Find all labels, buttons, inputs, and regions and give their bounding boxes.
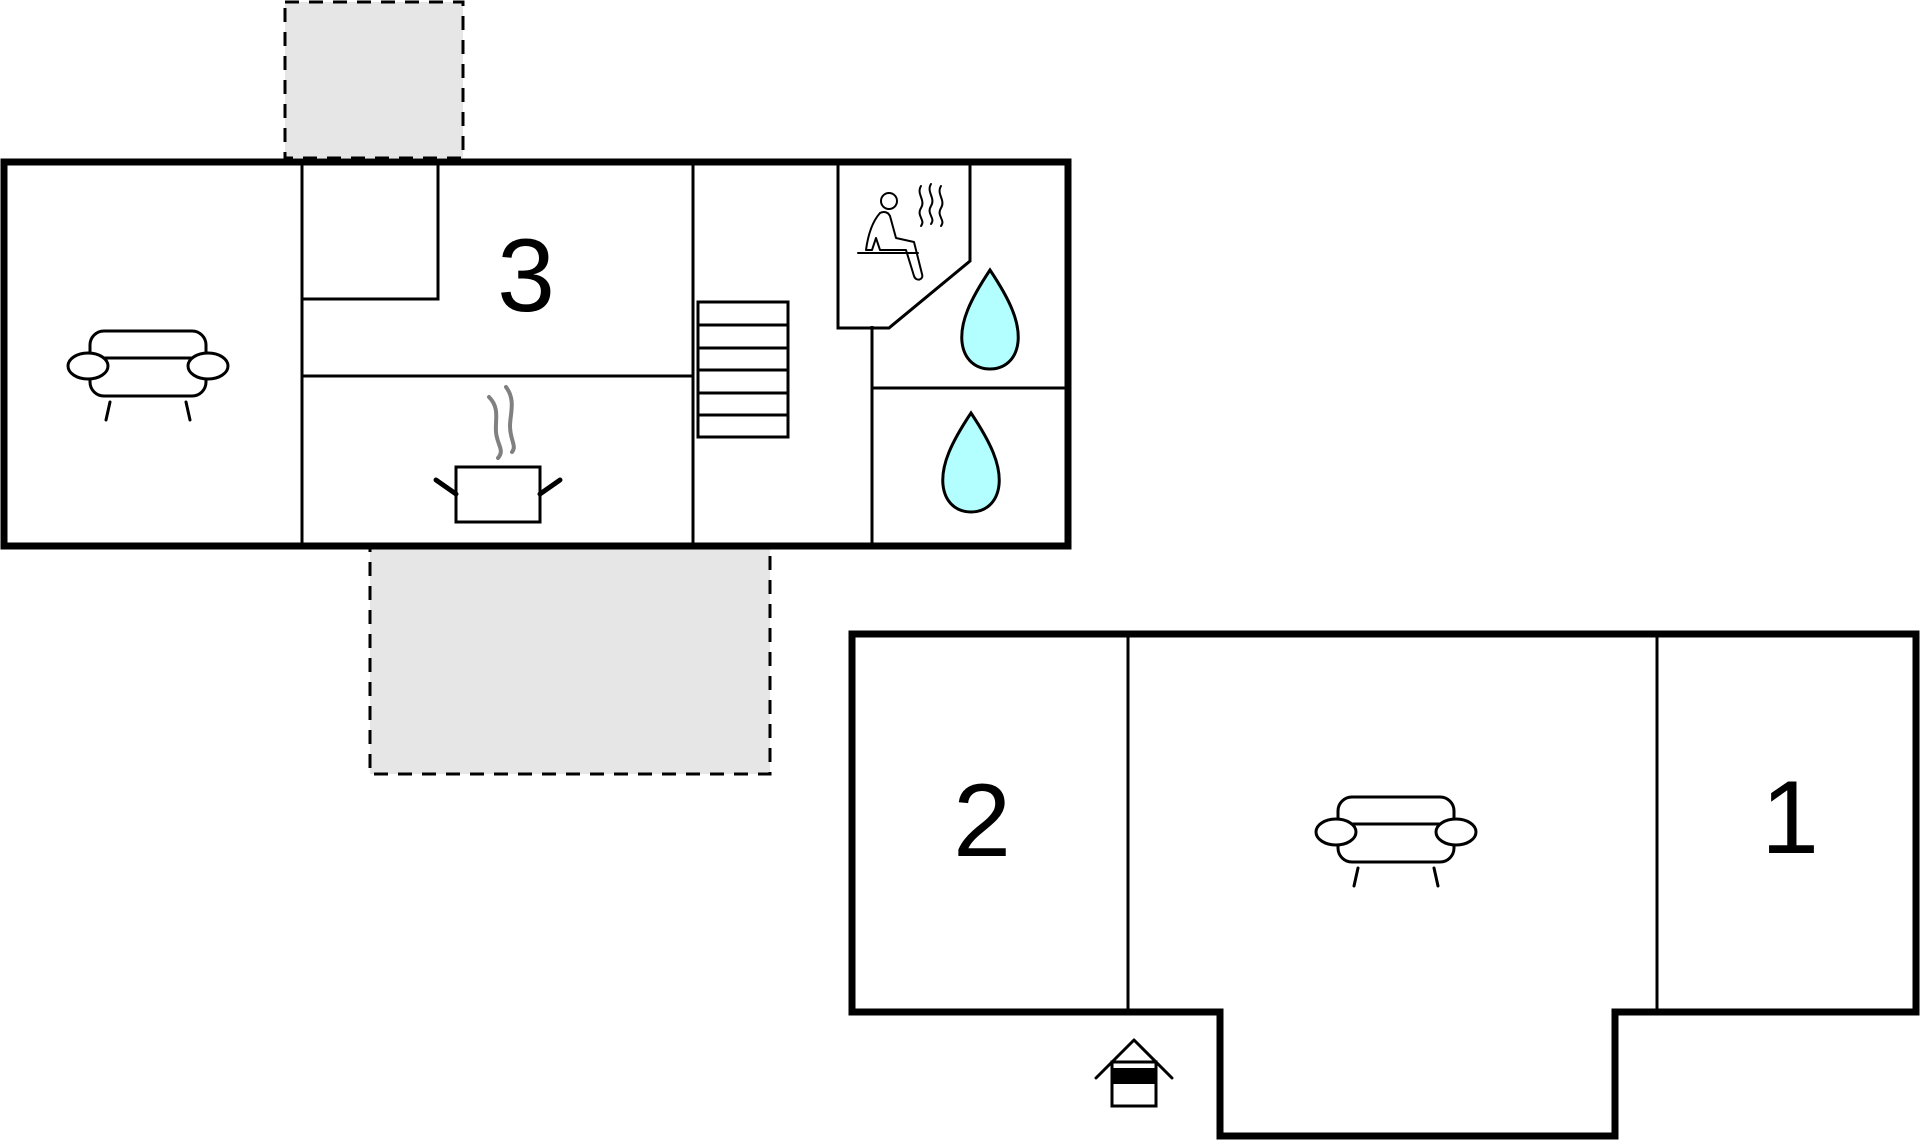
sauna-room-wall: [836, 164, 972, 330]
upper-building: [0, 158, 1072, 550]
lower-building: [848, 630, 1920, 1140]
lower-building-outline: [848, 630, 1920, 1140]
water-drop-icon: [960, 267, 1020, 371]
sofa-icon: [1314, 795, 1478, 888]
terrace-top: [283, 0, 465, 160]
upper-building-outline: [0, 158, 1072, 550]
room-number-3: 3: [497, 218, 555, 334]
closet-bedroom-3: [302, 164, 440, 301]
sauna-icon: [857, 183, 944, 281]
room-number-2: 2: [953, 763, 1011, 879]
staircase-icon: [696, 300, 790, 439]
water-drop-icon: [941, 410, 1001, 514]
sofa-icon: [66, 329, 230, 422]
entrance-icon: [1094, 1038, 1174, 1108]
cooking-pot-icon: [433, 385, 563, 524]
room-number-1: 1: [1761, 760, 1819, 876]
terrace-bottom: [368, 546, 772, 776]
